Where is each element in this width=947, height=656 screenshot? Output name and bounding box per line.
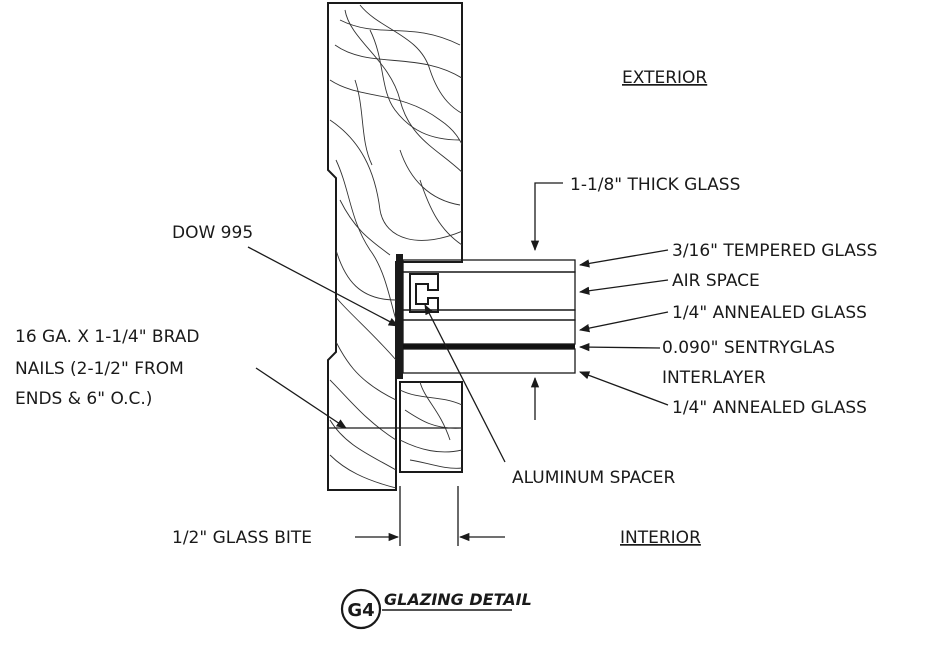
annealed-bottom-label: 1/4" ANNEALED GLASS bbox=[672, 398, 867, 418]
wood-grain-post bbox=[329, 4, 462, 489]
detail-title: GLAZING DETAIL bbox=[384, 590, 532, 609]
wood-post bbox=[327, 2, 463, 491]
interior-label: INTERIOR bbox=[620, 528, 701, 548]
brad-label-3: ENDS & 6" O.C.) bbox=[15, 389, 152, 409]
detail-tag-circle bbox=[340, 588, 382, 630]
leader-tempered bbox=[578, 249, 669, 268]
aluminum-spacer-label: ALUMINUM SPACER bbox=[512, 468, 676, 488]
glass-unit bbox=[396, 254, 576, 379]
detail-tag: G4 GLAZING DETAIL bbox=[340, 588, 532, 630]
air-space-label: AIR SPACE bbox=[672, 271, 760, 291]
leader-annealed-top bbox=[578, 311, 669, 333]
leader-aluminum-spacer bbox=[424, 304, 506, 463]
sentryglas-label-1: 0.090" SENTRYGLAS bbox=[662, 338, 835, 358]
aluminum-spacer bbox=[409, 273, 439, 313]
annealed-top-label: 1/4" ANNEALED GLASS bbox=[672, 303, 867, 323]
leader-sentryglas bbox=[578, 342, 661, 352]
sentryglas-interlayer bbox=[403, 344, 575, 349]
exterior-label: EXTERIOR bbox=[622, 68, 707, 88]
detail-tag-text: G4 bbox=[347, 600, 374, 621]
leader-annealed-bottom bbox=[579, 371, 669, 406]
tempered-glass-label: 3/16" TEMPERED GLASS bbox=[672, 241, 877, 261]
leader-thick-glass bbox=[530, 182, 563, 252]
leader-dow-995 bbox=[247, 246, 399, 327]
brad-label-1: 16 GA. X 1-1/4" BRAD bbox=[15, 327, 199, 347]
sentryglas-label-2: INTERLAYER bbox=[662, 368, 766, 388]
leader-brad-nails bbox=[255, 367, 347, 429]
leader-air-space bbox=[578, 279, 669, 295]
sealant-bead bbox=[396, 254, 403, 379]
glass-stop bbox=[399, 381, 463, 473]
annealed-glass-bottom bbox=[402, 348, 576, 374]
thick-glass-label: 1-1/8" THICK GLASS bbox=[570, 175, 740, 195]
brad-label-2: NAILS (2-1/2" FROM bbox=[15, 359, 184, 379]
glass-bite-label: 1/2" GLASS BITE bbox=[172, 528, 312, 548]
dow-995-label: DOW 995 bbox=[172, 223, 253, 243]
